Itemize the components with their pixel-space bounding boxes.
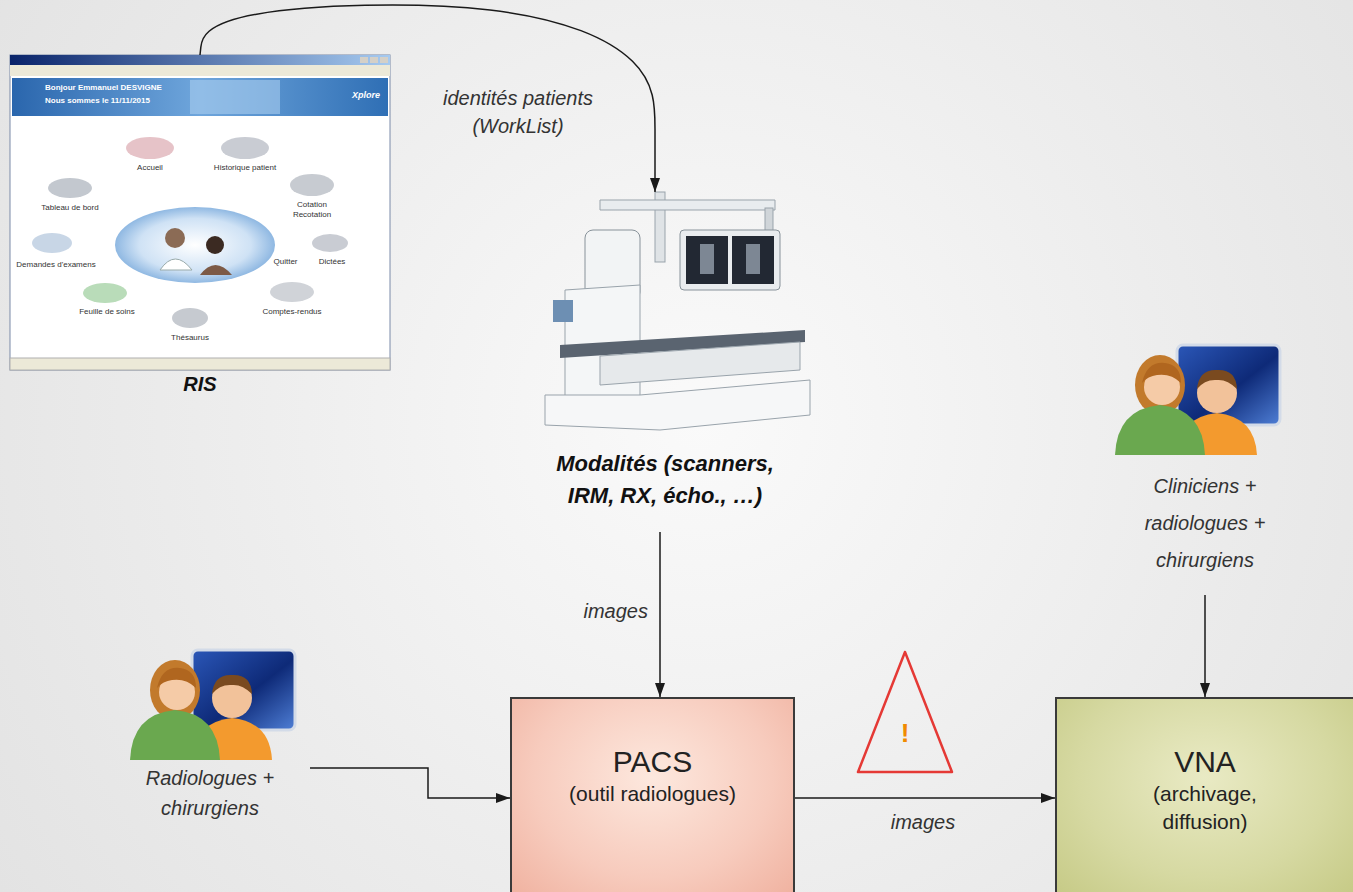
- central-picture: [160, 259, 192, 270]
- node-label: Radiologues + chirurgiens: [120, 763, 300, 823]
- menu-bar: [10, 65, 390, 76]
- window-frame: [10, 55, 390, 370]
- central-picture: [206, 236, 224, 254]
- connector-arrow: [310, 768, 510, 798]
- node-label: Cliniciens + radiologues + chirurgiens: [1120, 468, 1290, 579]
- menu-icon: [312, 234, 348, 252]
- warning-triangle: [858, 652, 952, 772]
- menu-icon: [290, 174, 334, 196]
- status-bar: [10, 358, 390, 370]
- edge-label: images: [550, 597, 648, 625]
- menu-label: Accueil: [128, 163, 172, 173]
- menu-icon: [83, 283, 127, 303]
- monitor-screen: [686, 236, 728, 284]
- node-label: Modalités (scanners, IRM, RX, écho., …): [550, 448, 780, 512]
- pacs-box: PACS(outil radiologues): [510, 697, 795, 892]
- label-stack: Cliniciens + radiologues + chirurgiens: [1120, 468, 1290, 579]
- label-stack: Modalités (scanners, IRM, RX, écho., …): [550, 448, 780, 512]
- menu-label: Quitter: [268, 257, 303, 267]
- window-button: [360, 57, 368, 63]
- ris-screenshot: [10, 55, 390, 370]
- user-group: Radiologues + chirurgiens: [110, 650, 310, 835]
- vna-box: VNA(archivage, diffusion): [1055, 697, 1353, 892]
- menu-label: Thésaurus: [162, 333, 218, 343]
- node-label: RIS: [100, 371, 300, 397]
- warning-mark: !: [893, 718, 917, 749]
- menu-label: Cotation Recotation: [287, 200, 337, 219]
- logo-text: Xplore: [346, 90, 386, 101]
- menu-icon: [221, 137, 269, 159]
- user-icon: [130, 650, 295, 760]
- banner-text: Nous sommes le 11/11/2015: [45, 96, 195, 106]
- menu-label: Feuille de soins: [65, 307, 149, 317]
- title-bar: [10, 55, 390, 65]
- menu-icon: [172, 308, 208, 328]
- modality-device: [545, 192, 810, 430]
- connector-arrow: [200, 5, 655, 192]
- central-picture: [165, 228, 185, 248]
- label-stack: RIS: [100, 371, 300, 397]
- control-panel: [553, 300, 573, 322]
- monitor-hanger: [765, 208, 773, 232]
- menu-label: Historique patient: [205, 163, 285, 173]
- menu-icon: [32, 233, 72, 253]
- central-picture: [200, 265, 232, 275]
- ceiling-arm: [600, 200, 775, 210]
- monitor-screen: [732, 236, 774, 284]
- central-picture: [115, 207, 275, 283]
- banner: [12, 78, 388, 116]
- menu-icon: [270, 282, 314, 302]
- modality-device: Modalités (scanners, IRM, RX, écho., …): [520, 192, 810, 532]
- menu-label: Demandes d'examens: [10, 260, 102, 270]
- menu-icon: [126, 137, 174, 159]
- edge-label: images: [868, 808, 978, 836]
- menu-label: Comptes-rendus: [252, 307, 332, 317]
- menu-label: Tableau de bord: [28, 203, 112, 213]
- menu-icon: [48, 178, 92, 198]
- connector-arrow: [795, 797, 1055, 799]
- connector-arrow: [1204, 595, 1206, 697]
- box-title: PACS: [613, 745, 692, 780]
- box-subtitle: (outil radiologues): [569, 780, 736, 807]
- banner-picture: [190, 80, 280, 114]
- window-button: [380, 57, 388, 63]
- monitor-frame: [680, 230, 780, 290]
- edge-label: identités patients (WorkList): [418, 84, 618, 140]
- window-button: [370, 57, 378, 63]
- banner-text: Bonjour Emmanuel DESVIGNE: [45, 83, 195, 93]
- table-body: [600, 342, 800, 385]
- ris-screenshot: RIS: [10, 55, 390, 401]
- user-icon: [1115, 345, 1280, 455]
- label-stack: Radiologues + chirurgiens: [120, 763, 300, 823]
- box-title: VNA: [1174, 745, 1236, 780]
- box-subtitle: (archivage, diffusion): [1130, 780, 1280, 837]
- device-base: [545, 380, 810, 430]
- connector-arrow: [659, 532, 661, 697]
- menu-label: Dictées: [312, 257, 352, 267]
- xray-picture: [700, 244, 714, 274]
- user-group: Cliniciens + radiologues + chirurgiens: [1105, 305, 1305, 595]
- xray-picture: [746, 244, 760, 274]
